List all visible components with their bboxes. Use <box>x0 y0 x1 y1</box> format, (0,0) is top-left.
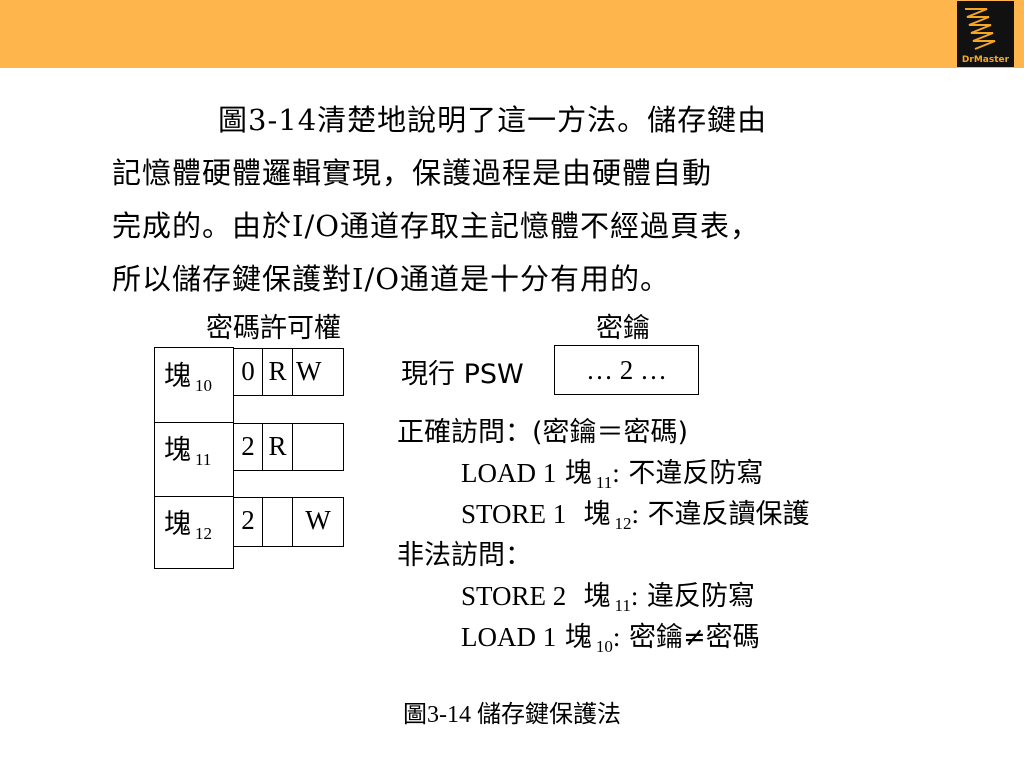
paragraph-line: 完成的。由於I/O通道存取主記憶體不經過頁表， <box>112 209 761 243</box>
write-flag-cell <box>292 423 344 471</box>
key-code-cell: 2 <box>233 423 263 471</box>
figure-caption: 圖3-14 儲存鍵保護法 <box>403 702 621 728</box>
read-flag-cell: R <box>262 348 293 396</box>
paragraph-line: 所以儲存鍵保護對I/O通道是十分有用的。 <box>112 262 671 296</box>
write-flag-cell: W <box>292 497 344 547</box>
header-bar <box>0 0 1024 68</box>
read-flag-cell <box>262 497 293 547</box>
drmaster-logo: DrMaster <box>957 1 1014 67</box>
legal-access-title: 正確訪問：(密鑰＝密碼) <box>397 417 689 448</box>
body-paragraph: 圖3-14清楚地說明了這一方法。儲存鍵由 記憶體硬體邏輯實現，保護過程是由硬體自… <box>112 94 992 306</box>
logo-text: DrMaster <box>961 55 1010 65</box>
psw-value: … 2 … <box>586 355 667 385</box>
illegal-access-title: 非法訪問： <box>397 540 532 571</box>
psw-box: … 2 … <box>554 345 699 395</box>
psw-label: 現行 PSW <box>401 359 524 390</box>
right-column-title: 密鑰 <box>596 313 650 344</box>
paragraph-line: 記憶體硬體邏輯實現，保護過程是由硬體自動 <box>112 156 713 190</box>
logo-emblem-icon <box>965 8 996 50</box>
read-flag-cell: R <box>262 423 293 471</box>
paragraph-line: 圖3-14清楚地說明了這一方法。儲存鍵由 <box>218 103 768 137</box>
left-column-title: 密碼許可權 <box>206 313 341 344</box>
write-flag-cell: W <box>292 348 344 396</box>
key-code-cell: 0 <box>233 348 263 396</box>
key-code-cell: 2 <box>233 497 263 547</box>
